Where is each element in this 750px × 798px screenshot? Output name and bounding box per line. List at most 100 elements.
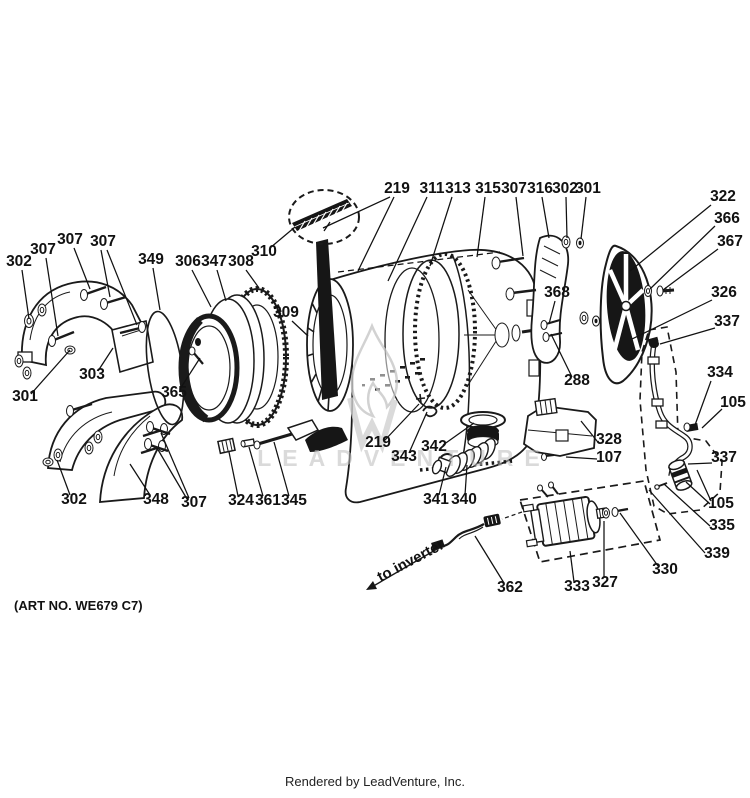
- washer: [93, 430, 103, 444]
- part-label-361: 361: [255, 492, 281, 509]
- tub-seam-219: [337, 251, 501, 273]
- screw-368: [540, 319, 561, 330]
- leader-line-366: [649, 225, 716, 290]
- leader-line-219: [384, 403, 420, 441]
- part-label-107: 107: [596, 449, 622, 466]
- washer: [592, 315, 600, 327]
- baffle-pointer-wedge: [316, 239, 338, 400]
- hose-clamp-337-top: [647, 336, 659, 348]
- leader-line-362: [474, 535, 505, 584]
- motor-333: [522, 495, 609, 548]
- part-label-219: 219: [365, 434, 391, 451]
- bolt-330: [611, 507, 629, 517]
- part-label-342: 342: [421, 438, 447, 455]
- part-label-302: 302: [61, 491, 87, 508]
- clamp-341: [431, 453, 453, 475]
- leader-line-324: [228, 451, 239, 497]
- part-label-327: 327: [592, 574, 618, 591]
- pressure-hose-region: [639, 326, 723, 515]
- bolt-307a: [48, 330, 75, 347]
- part-label-316: 316: [527, 180, 553, 197]
- bolt-307b: [80, 285, 107, 301]
- nut-302: [42, 457, 54, 467]
- part-label-339: 339: [704, 545, 730, 562]
- part-label-307: 307: [57, 231, 83, 248]
- washer-302: [24, 314, 34, 328]
- washer: [53, 448, 63, 462]
- bolt-307c: [100, 295, 127, 310]
- leader-line-301: [580, 196, 587, 240]
- leader-line-307: [160, 432, 190, 499]
- part-label-307: 307: [90, 233, 116, 250]
- leader-line-302: [21, 269, 30, 320]
- bolt-307h: [505, 287, 537, 301]
- leader-line-326: [631, 299, 713, 340]
- part-label-105: 105: [720, 394, 746, 411]
- bellows-hose-340: [445, 438, 496, 477]
- pulley-322: [599, 244, 653, 385]
- leader-line-334: [694, 380, 712, 426]
- washer-366: [644, 285, 652, 297]
- clip-219: [415, 393, 426, 404]
- leader-line-307: [515, 196, 524, 257]
- inverter-arrow: [366, 548, 438, 590]
- part-label-288: 288: [564, 372, 590, 389]
- bolt: [66, 402, 93, 417]
- part-label-334: 334: [707, 364, 733, 381]
- leader-line-367: [662, 248, 719, 291]
- leader-line-345: [273, 441, 290, 497]
- part-label-306: 306: [175, 253, 201, 270]
- part-label-348: 348: [143, 491, 169, 508]
- part-label-302: 302: [552, 180, 578, 197]
- part-label-322: 322: [710, 188, 736, 205]
- washer: [37, 303, 47, 317]
- part-label-349: 349: [138, 251, 164, 268]
- part-label-301: 301: [575, 180, 601, 197]
- fitting-334: [683, 422, 699, 432]
- leader-line-348: [129, 463, 151, 496]
- screw-107: [541, 453, 555, 461]
- pressure-chamber-335: [668, 459, 693, 491]
- leader-line-105: [685, 481, 711, 505]
- leader-line-301: [30, 349, 71, 395]
- bracket-328: [523, 397, 597, 461]
- part-label-309: 309: [273, 304, 299, 321]
- door-seal-365: [178, 313, 240, 423]
- part-label-335: 335: [709, 517, 735, 534]
- part-label-328: 328: [596, 431, 622, 448]
- part-label-324: 324: [228, 492, 254, 509]
- leader-line-307: [100, 249, 111, 298]
- seal-clamp-screw: [188, 338, 204, 365]
- washer: [22, 366, 32, 380]
- part-label-308: 308: [228, 253, 254, 270]
- flame-logo-v: [347, 397, 398, 454]
- block-324: [217, 437, 236, 455]
- part-label-302: 302: [6, 253, 32, 270]
- inner-drum: [384, 252, 477, 413]
- leader-line-337: [659, 327, 716, 345]
- part-label-313: 313: [445, 180, 471, 197]
- leader-line-330: [619, 512, 659, 567]
- leader-line-361: [248, 446, 264, 497]
- leader-line-316: [541, 196, 550, 239]
- hose-326: [647, 336, 693, 477]
- bolt-307d: [119, 321, 146, 335]
- washer: [84, 441, 94, 455]
- flame-logo-icon: [350, 322, 399, 419]
- damper-parts: [144, 419, 348, 455]
- leader-line-349: [152, 267, 161, 311]
- leader-line-368: [548, 300, 556, 325]
- leader-line-309: [291, 320, 309, 337]
- motor-terminals: [537, 481, 559, 498]
- part-label-341: 341: [423, 491, 449, 508]
- pump-inlet: [467, 425, 499, 449]
- lower-counterweight: [42, 390, 184, 503]
- part-label-367: 367: [717, 233, 743, 250]
- part-label-105: 105: [708, 495, 734, 512]
- leader-line-347: [216, 269, 227, 302]
- motor-assembly: [518, 480, 662, 563]
- part-label-315: 315: [475, 180, 501, 197]
- nut-301t: [576, 237, 584, 249]
- leader-line-219: [357, 196, 395, 272]
